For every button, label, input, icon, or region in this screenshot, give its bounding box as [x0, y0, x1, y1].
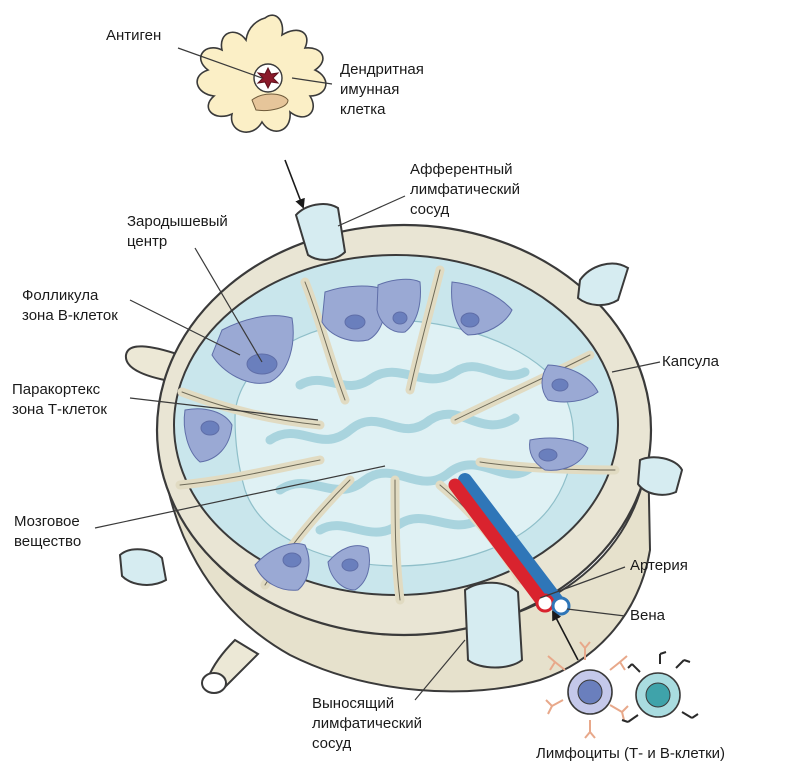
label-afferent-line1: Афферентный: [410, 161, 513, 178]
germinal-center: [341, 558, 359, 572]
follicle: [321, 285, 387, 342]
germinal-center: [551, 378, 569, 392]
arrow-dendritic-to-afferent: [284, 159, 305, 209]
label-paracortex-line2: зона Т-клеток: [12, 401, 107, 418]
t-cell-receptors: [621, 651, 699, 723]
lymph-node-body: [118, 203, 684, 694]
label-follicle-line2: зона В-клеток: [22, 307, 118, 324]
leader-artery: [539, 566, 626, 599]
leader-germinal: [194, 247, 263, 363]
label-medulla-line1: Мозговое: [14, 513, 80, 530]
lymphocytes: [545, 641, 699, 739]
leader-follicle: [129, 299, 241, 356]
label-afferent-line3: сосуд: [410, 201, 450, 218]
antigen-icon: [256, 66, 280, 90]
follicle: [529, 437, 589, 471]
germinal-center: [200, 420, 220, 436]
leader-efferent: [414, 639, 466, 701]
label-paracortex-line1: Паракортекс: [12, 381, 101, 398]
leader-dendritic: [291, 77, 333, 85]
artery-opening: [535, 593, 555, 613]
leader-lines: [94, 47, 661, 701]
dendritic-cell-nucleus: [251, 93, 289, 111]
vein-opening: [551, 596, 571, 616]
label-efferent-line1: Выносящий: [312, 695, 395, 712]
label-vein: Вена: [630, 607, 665, 624]
vein: [458, 473, 567, 612]
artery: [448, 478, 552, 612]
arrow-lymphocytes-to-vein: [552, 610, 579, 661]
label-dendritic-line3: клетка: [340, 101, 386, 118]
afferent-vessel: [636, 456, 684, 496]
label-antigen: Антиген: [106, 27, 162, 44]
germinal-center: [460, 312, 480, 328]
leader-antigen: [177, 47, 263, 79]
label-dendritic-line2: имунная: [340, 81, 400, 98]
label-follicle-line1: Фолликула: [22, 287, 99, 304]
leader-capsule: [611, 361, 661, 373]
leader-paracortex: [129, 397, 319, 421]
tube-opening: [201, 672, 227, 694]
afferent-vessel: [294, 203, 347, 261]
dendritic-cell: [196, 14, 327, 133]
label-afferent-line2: лимфатический: [410, 181, 521, 198]
afferent-vessel: [118, 548, 168, 586]
label-lymphocytes: Лимфоциты (Т- и В-клетки): [536, 745, 726, 762]
follicle: [541, 364, 599, 403]
leader-vein: [566, 608, 626, 617]
efferent-vessel: [463, 581, 524, 669]
follicle: [183, 408, 233, 463]
label-germinal-line2: центр: [127, 233, 168, 250]
germinal-center: [538, 448, 558, 462]
label-artery: Артерия: [630, 557, 688, 574]
germinal-center: [344, 314, 366, 330]
label-germinal-line1: Зародышевый: [127, 213, 228, 230]
germinal-center: [246, 353, 278, 375]
t-lymphocyte-nucleus: [645, 682, 671, 708]
follicles: [183, 278, 599, 591]
germinal-center: [392, 311, 408, 325]
afferent-vessel: [576, 262, 630, 306]
label-dendritic-line1: Дендритная: [340, 61, 424, 78]
label-efferent-line2: лимфатический: [312, 715, 423, 732]
b-lymphocyte-nucleus: [577, 679, 603, 705]
b-cell-receptors: [545, 641, 629, 739]
germinal-center: [282, 552, 302, 568]
label-capsule: Капсула: [662, 353, 719, 370]
leader-afferent: [337, 195, 406, 227]
leader-medulla: [94, 465, 386, 529]
label-medulla-line2: вещество: [14, 533, 82, 550]
follicle: [376, 278, 421, 333]
label-efferent-line3: сосуд: [312, 735, 352, 752]
